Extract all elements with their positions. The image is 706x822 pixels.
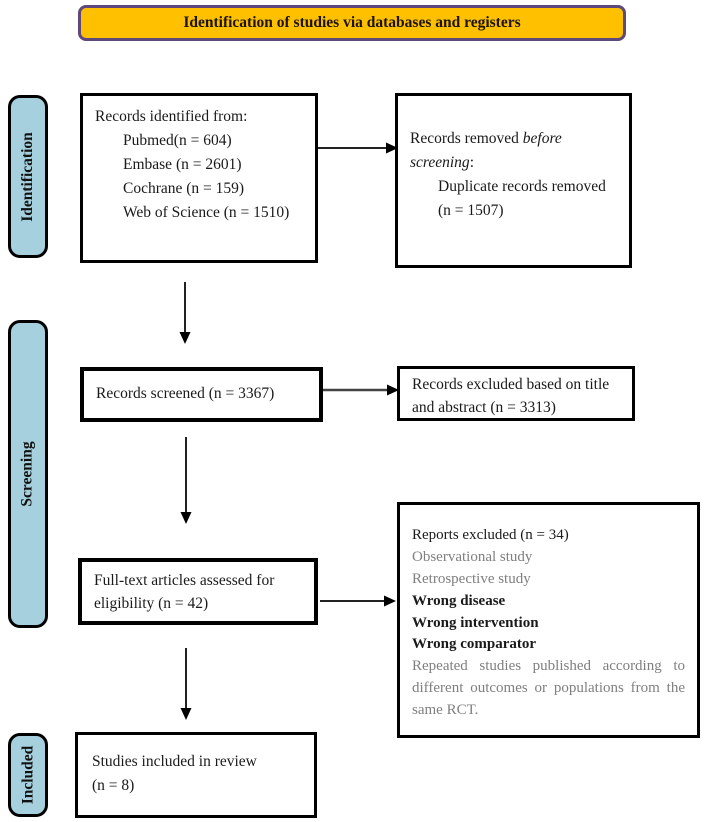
studies-included-line: Studies included in review (92, 753, 257, 770)
reports-excluded-reason: Wrong intervention (412, 614, 539, 631)
reports-excluded-title: Reports excluded (n = 34) (412, 527, 569, 543)
records-identified-item: Embase (n = 2601) (123, 156, 242, 174)
box-records-identified: Records identified from: Pubmed(n = 604)… (80, 93, 318, 263)
reports-excluded-reason: Wrong comparator (412, 636, 537, 653)
fulltext-assessed-text: Full-text articles assessed for eligibil… (94, 572, 275, 613)
arrow-identified-to-removed (318, 142, 398, 154)
box-records-excluded-title-abstract: Records excluded based on title and abst… (397, 366, 635, 421)
studies-included-line: (n = 8) (92, 777, 135, 795)
box-reports-excluded: Reports excluded (n = 34) Observational … (397, 502, 700, 738)
records-removed-title-prefix: Records removed (410, 130, 523, 147)
records-removed-title: Records removed before screening: (410, 127, 619, 175)
banner-title: Identification of studies via databases … (183, 14, 521, 31)
box-records-screened: Records screened (n = 3367) (80, 367, 323, 422)
arrow-fulltext-to-reports-excluded (320, 595, 396, 607)
arrow-fulltext-to-included (180, 648, 192, 720)
reports-excluded-reason: Wrong disease (412, 592, 506, 609)
records-removed-title-italic: before screening (410, 130, 562, 172)
stage-label-included-text: Included (19, 745, 36, 805)
records-identified-item: Web of Science (n = 1510) (123, 204, 290, 222)
stage-label-identification: Identification (8, 95, 48, 258)
arrow-screened-to-excluded (323, 384, 399, 396)
reports-excluded-reason: Retrospective study (412, 570, 531, 587)
banner: Identification of studies via databases … (78, 5, 626, 41)
reports-excluded-reason: Observational study (412, 548, 533, 565)
stage-label-included: Included (8, 733, 48, 817)
records-excluded-text: Records excluded based on title and abst… (412, 376, 610, 417)
records-identified-item: Cochrane (n = 159) (123, 180, 245, 198)
records-identified-title: Records identified from: (95, 108, 248, 125)
stage-label-identification-text: Identification (19, 131, 36, 222)
records-screened-text: Records screened (n = 3367) (96, 385, 275, 403)
stage-label-screening-text: Screening (19, 441, 36, 507)
arrow-identified-to-screened (179, 282, 191, 344)
records-identified-item: Pubmed(n = 604) (123, 132, 232, 150)
records-removed-title-suffix: : (469, 154, 474, 172)
box-records-removed: Records removed before screening: Duplic… (395, 93, 632, 268)
records-removed-item: Duplicate records removed (n = 1507) (438, 178, 606, 220)
stage-label-screening: Screening (8, 320, 48, 628)
arrow-screened-to-fulltext (180, 437, 192, 524)
box-studies-included: Studies included in review (n = 8) (75, 732, 317, 818)
reports-excluded-reason: Repeated studies published according to … (412, 658, 685, 719)
box-fulltext-assessed: Full-text articles assessed for eligibil… (78, 558, 318, 625)
